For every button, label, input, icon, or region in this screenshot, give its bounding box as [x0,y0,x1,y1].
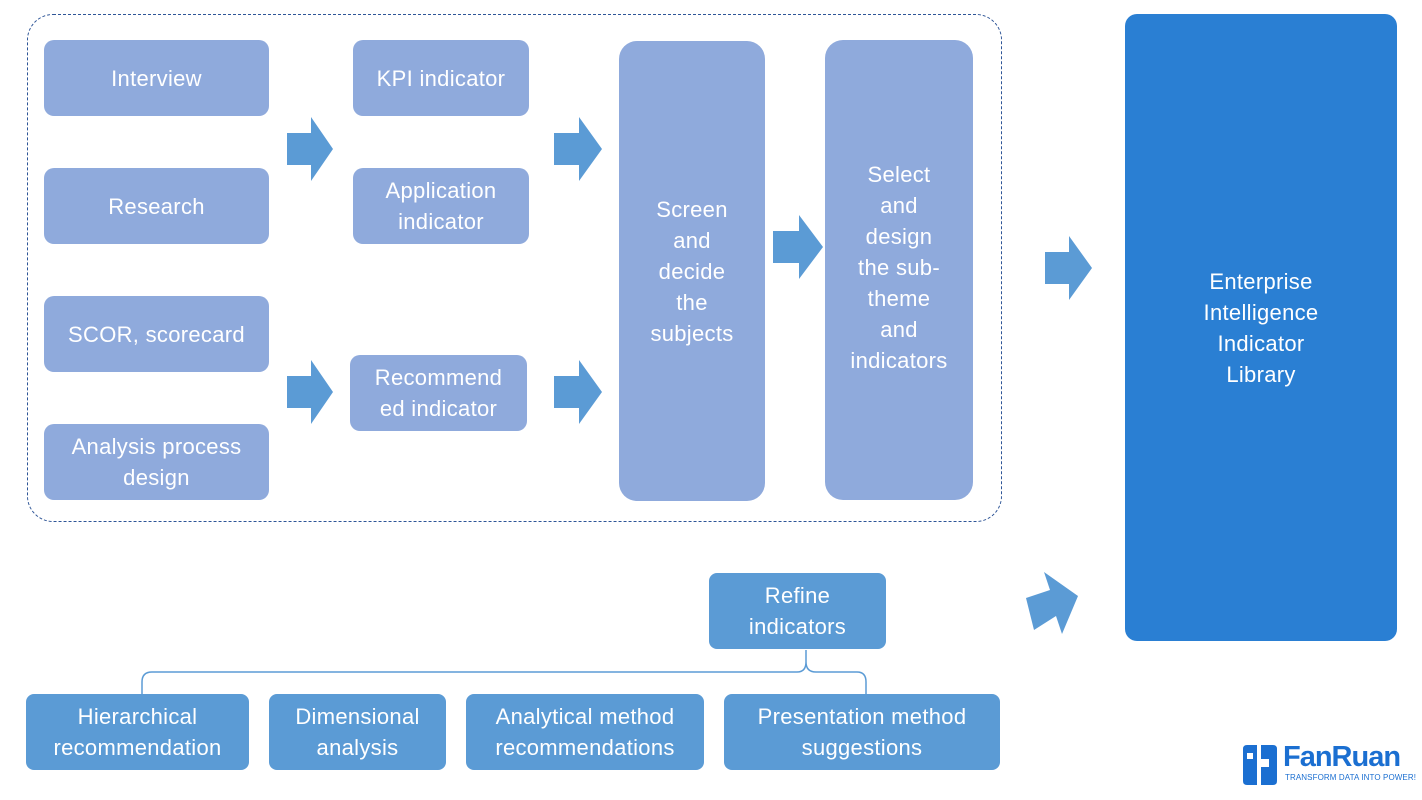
arrow-diagonal-icon [1026,572,1078,634]
interview-box: Interview [44,40,269,116]
application-indicator-label: Application indicator [385,178,497,234]
refine-indicators-label: Refine indicators [748,583,847,639]
dimensional-analysis-label: Dimensional analysis [295,704,420,760]
logo-wordmark: FanRuan [1283,741,1401,773]
scor-scorecard-box: SCOR, scorecard [44,296,269,372]
analysis-process-design-box: Analysis process design [44,424,269,500]
kpi-indicator-box: KPI indicator [353,40,529,116]
arrow-right-icon [287,360,333,424]
arrow-right-icon [287,117,333,181]
indicator-design-group-border [27,14,1002,522]
application-indicator-box: Application indicator [353,168,529,244]
screen-subjects-label: Screen and decide the subjects [650,196,734,346]
arrow-right-icon [1045,236,1092,300]
analysis-process-design-label: Analysis process design [71,434,242,490]
interview-label: Interview [111,65,202,91]
presentation-method-label: Presentation method suggestions [757,704,967,760]
select-design-box: Select and design the sub- theme and ind… [825,40,973,500]
fanruan-mark-icon [1243,745,1277,785]
hierarchical-recommendation-box: Hierarchical recommendation [26,694,249,770]
select-design-label: Select and design the sub- theme and ind… [850,162,948,373]
arrow-right-icon [554,360,602,424]
indicator-library-label: Enterprise Intelligence Indicator Librar… [1203,268,1319,387]
analytical-method-label: Analytical method recommendations [495,704,675,760]
analytical-method-box: Analytical method recommendations [466,694,704,770]
fanruan-logo: FanRuan TRANSFORM DATA INTO POWER! [1241,741,1416,789]
presentation-method-box: Presentation method suggestions [724,694,1000,770]
indicator-library-box: Enterprise Intelligence Indicator Librar… [1125,14,1397,641]
research-label: Research [108,193,205,219]
hierarchical-recommendation-label: Hierarchical recommendation [53,704,222,760]
research-box: Research [44,168,269,244]
arrow-right-icon [773,215,823,279]
recommended-indicator-label: Recommend ed indicator [374,365,503,421]
recommended-indicator-box: Recommend ed indicator [350,355,527,431]
screen-subjects-box: Screen and decide the subjects [619,41,765,501]
kpi-indicator-label: KPI indicator [376,65,506,91]
scor-scorecard-label: SCOR, scorecard [68,321,245,347]
dimensional-analysis-box: Dimensional analysis [269,694,446,770]
logo-tagline: TRANSFORM DATA INTO POWER! [1285,773,1417,782]
arrow-right-icon [554,117,602,181]
refine-indicators-box: Refine indicators [709,573,886,649]
